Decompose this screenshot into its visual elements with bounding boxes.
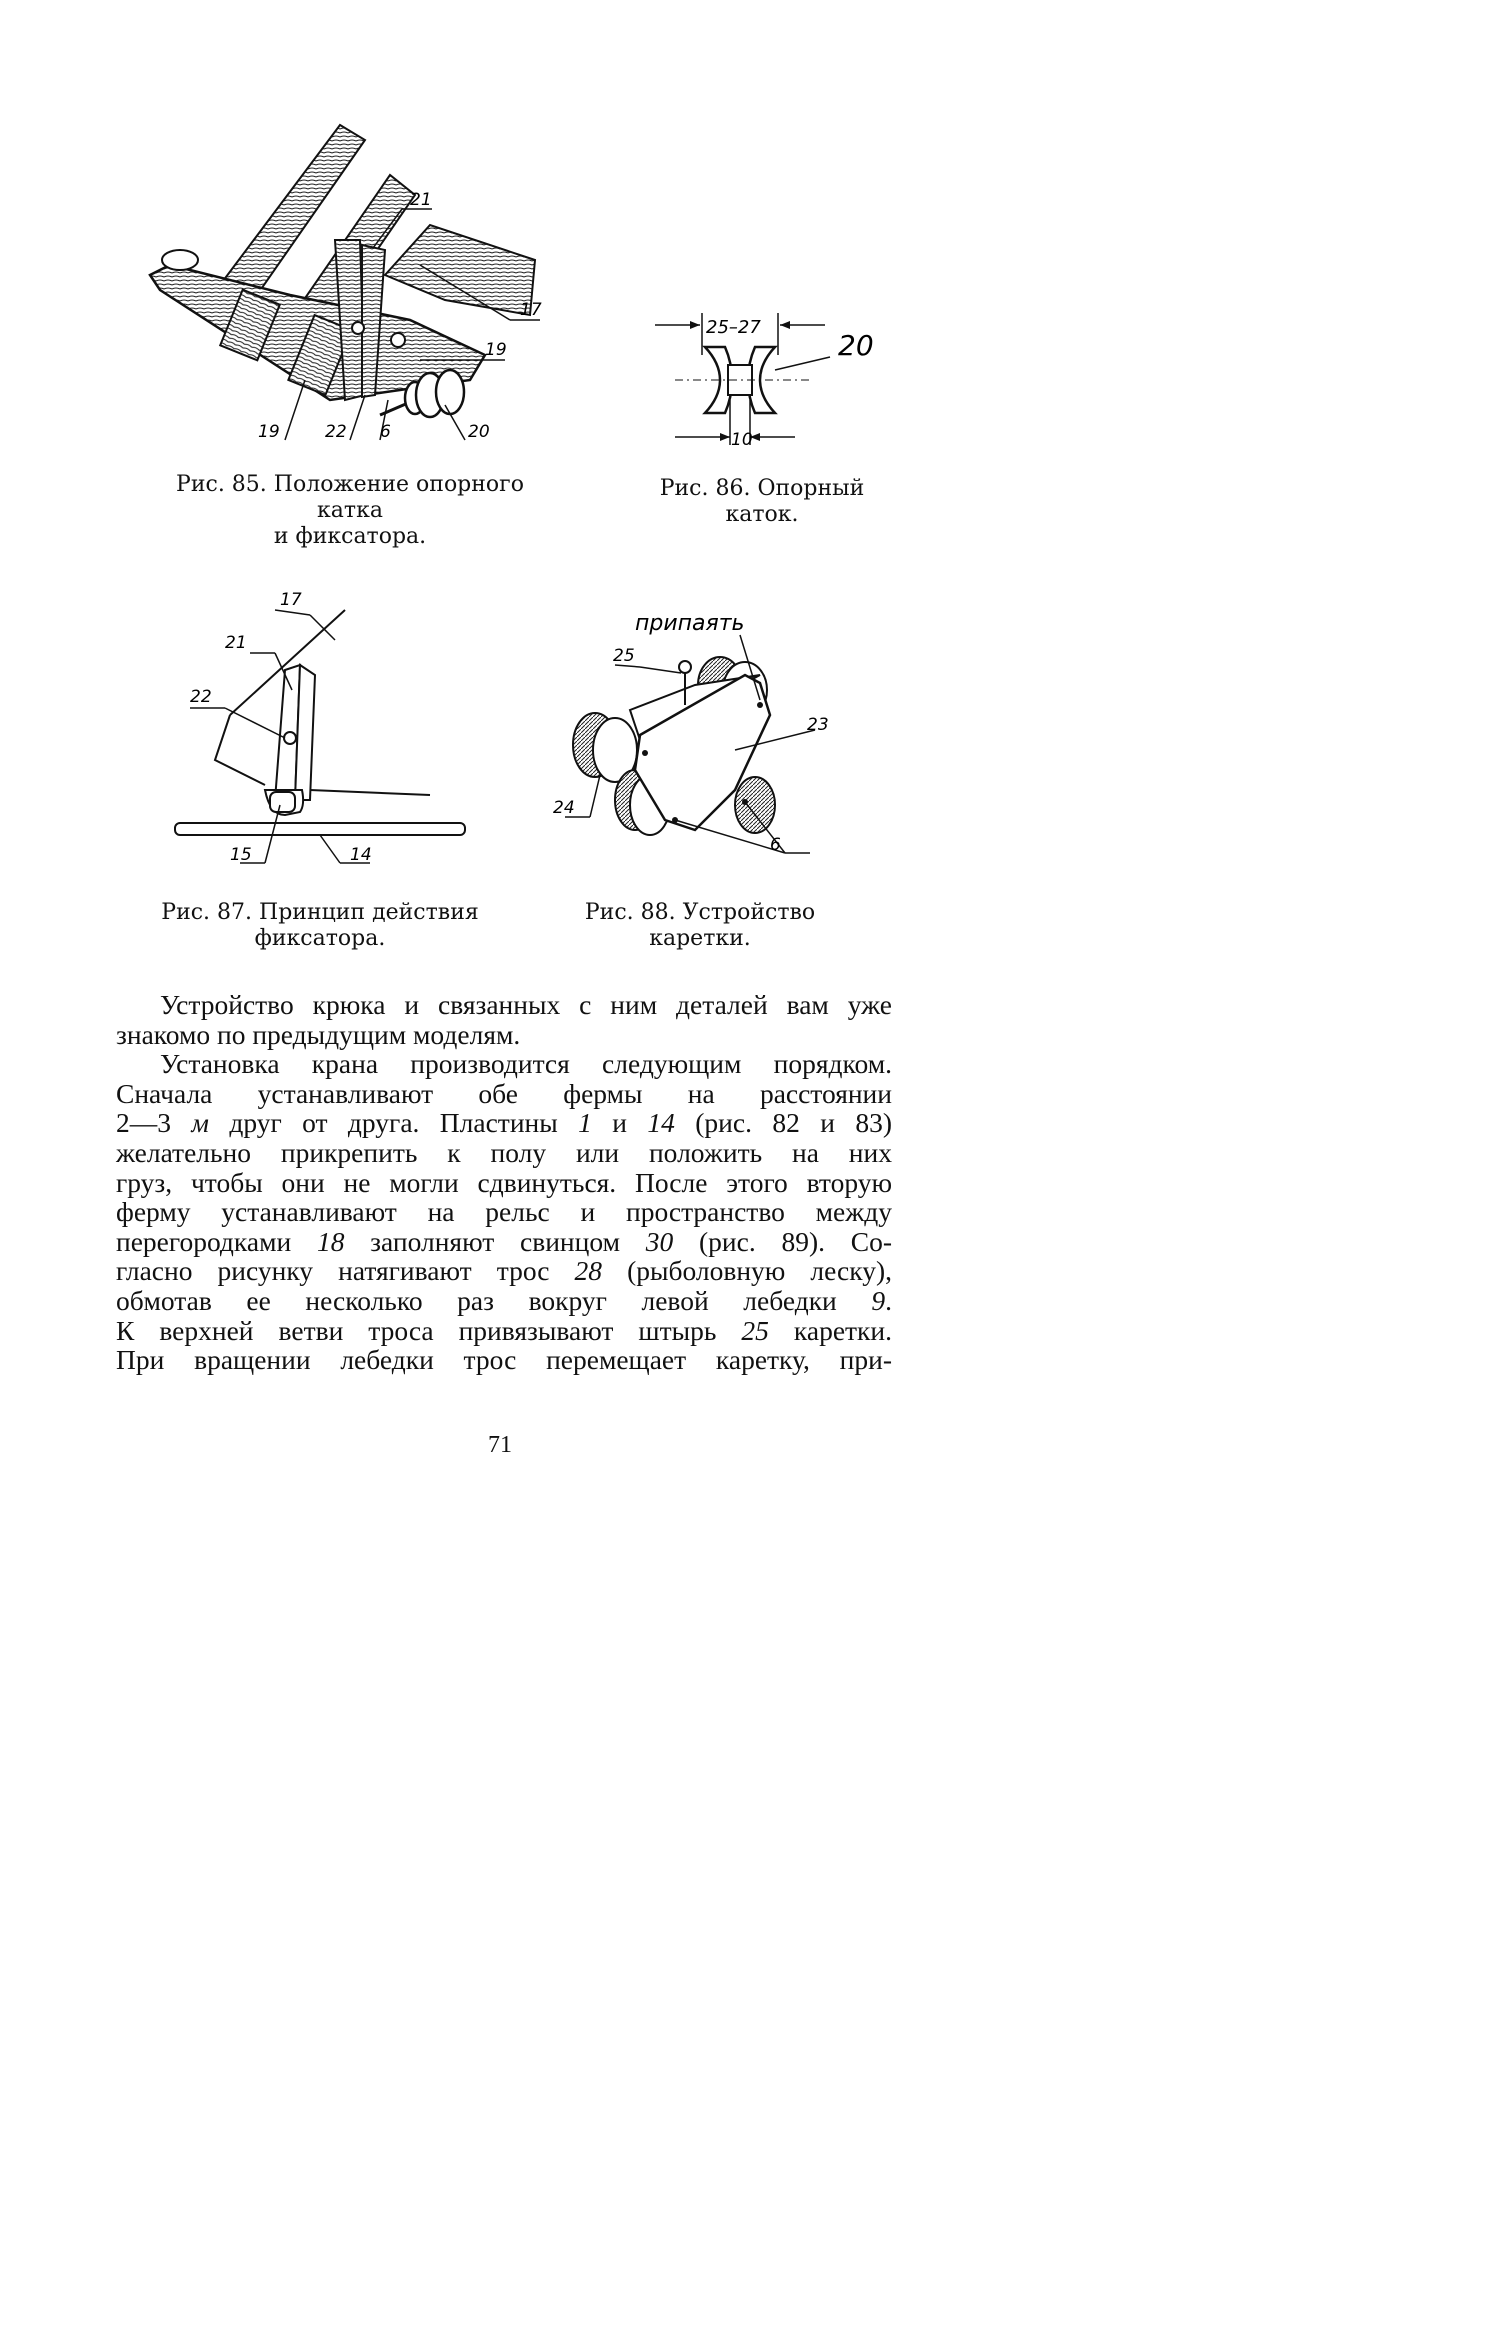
ref-number: 14 [647, 1107, 675, 1139]
fig86-label-25-27: 25–27 [706, 317, 761, 338]
fig88-label-25: 25 [613, 646, 635, 666]
paragraph-2-line-10: К верхней ветви троса привязывают штырь … [116, 1314, 892, 1346]
paragraph-2-line-3: 2—3 м друг от друга. Пластины 1 и 14 (ри… [116, 1108, 892, 1138]
figure-85-caption: Рис. 85. Положение опорного катка и фикс… [140, 472, 560, 550]
figure-87-caption: Рис. 87. Принцип действия фиксатора. [150, 900, 490, 952]
figure-85-roller-and-latch: 21 17 19 19 22 6 20 [140, 115, 570, 455]
ref-number: 18 [316, 1225, 345, 1257]
ref-number: 1 [578, 1107, 592, 1139]
paragraph-1-line-1: Устройство крюка и связанных с ним детал… [160, 989, 892, 1020]
figure-86-caption: Рис. 86. Опорный каток. [622, 476, 902, 528]
fig88-label-solder: припаять [635, 611, 745, 636]
fig86-label-10: 10 [731, 430, 753, 450]
text-span: (рис. 82 и 83) [674, 1107, 893, 1139]
fig85-label-17: 17 [520, 300, 542, 320]
figure-85-caption-line1: Рис. 85. Положение опорного катка [176, 472, 524, 523]
text-span: друг от друга. Пластины [208, 1107, 579, 1139]
fig87-label-21: 21 [225, 633, 247, 653]
figure-88-caption-line2: каретки. [649, 926, 751, 951]
body-text: Устройство крюка и связанных с ним детал… [116, 990, 892, 1375]
paragraph-1-line-2: знакомо по предыдущим моделям. [116, 1018, 521, 1050]
text-span: каретки. [768, 1314, 892, 1346]
paragraph-2-line-4: желательно прикрепить к полу или положит… [116, 1136, 892, 1168]
paragraph-2-line-11: При вращении лебедки трос перемещает кар… [116, 1344, 892, 1376]
figure-86-support-roller: 25–27 20 10 [650, 305, 890, 455]
fig88-label-23: 23 [807, 715, 829, 735]
text-span: и [591, 1107, 648, 1139]
fig85-label-21: 21 [410, 190, 432, 210]
fig85-label-6: 6 [380, 422, 391, 442]
text-span: 2—3 [116, 1107, 192, 1139]
paragraph-2-line-1: Установка крана производится следующим п… [160, 1048, 892, 1080]
ref-number: 28 [574, 1255, 603, 1287]
fig88-label-6: 6 [770, 835, 781, 855]
fig87-label-17: 17 [280, 590, 302, 610]
figure-87-caption-line2: фиксатора. [254, 926, 386, 951]
figure-87-latch-principle: 17 21 22 15 14 [170, 580, 480, 880]
text-span: обмотав ее несколько раз вокруг левой ле… [116, 1284, 872, 1316]
fig88-label-24: 24 [553, 798, 575, 818]
fig85-label-19-left: 19 [258, 422, 280, 442]
figure-88-carriage: припаять 25 23 24 6 [545, 605, 855, 880]
paragraph-2-line-6: ферму устанавливают на рельс и пространс… [116, 1196, 892, 1228]
text-span: перегородками [116, 1225, 317, 1257]
text-span: (рис. 89). Со- [673, 1225, 892, 1257]
ref-number: 9 [871, 1284, 886, 1316]
fig85-label-19-right: 19 [485, 340, 507, 360]
figure-86-caption-line1: Рис. 86. Опорный каток. [659, 476, 865, 527]
text-span: гласно рисунку натягивают трос [116, 1255, 575, 1287]
paragraph-2-line-8: гласно рисунку натягивают трос 28 (рыбол… [116, 1256, 892, 1286]
ref-number: 25 [741, 1314, 769, 1346]
text-span: К верхней ветви троса привязывают штырь [116, 1314, 742, 1346]
page-number: 71 [488, 1432, 512, 1458]
figure-88-caption-line1: Рис. 88. Устройство [584, 900, 816, 925]
fig85-label-20: 20 [468, 422, 490, 442]
fig87-label-22: 22 [190, 687, 212, 707]
fig87-label-14: 14 [350, 845, 372, 865]
paragraph-2-line-7: перегородками 18 заполняют свинцом 30 (р… [116, 1225, 892, 1257]
figure-85-caption-line2: и фиксатора. [273, 524, 427, 549]
paragraph-2-line-9: обмотав ее несколько раз вокруг левой ле… [116, 1286, 892, 1316]
text-span: (рыболовную леску), [602, 1255, 892, 1287]
text-span: заполняют свинцом [344, 1225, 646, 1257]
paragraph-2-line-2: Сначала устанавливают обе фермы на расст… [116, 1077, 892, 1109]
paragraph-2-line-5: груз, чтобы они не могли сдвинуться. Пос… [116, 1166, 892, 1198]
fig87-label-15: 15 [230, 845, 252, 865]
fig86-label-20: 20 [838, 329, 874, 362]
figure-87-caption-line1: Рис. 87. Принцип действия [161, 900, 479, 925]
ref-number: 30 [645, 1225, 674, 1257]
unit-m: м [191, 1107, 209, 1139]
text-span: . [885, 1284, 892, 1316]
fig85-label-22: 22 [325, 422, 347, 442]
figure-88-caption: Рис. 88. Устройство каретки. [560, 900, 840, 952]
